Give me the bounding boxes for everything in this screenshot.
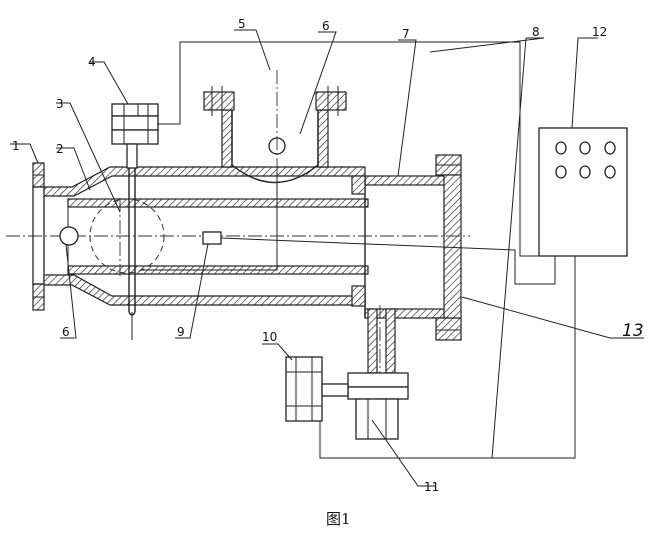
label-7: 7 bbox=[402, 27, 410, 41]
label-10: 10 bbox=[262, 330, 277, 344]
pressure-sensor bbox=[202, 231, 222, 245]
label-13: 13 bbox=[622, 321, 644, 341]
control-box-12 bbox=[538, 127, 628, 257]
label-4: 4 bbox=[88, 55, 96, 69]
label-5: 5 bbox=[238, 17, 246, 31]
label-8: 8 bbox=[532, 25, 540, 39]
leader-lines bbox=[10, 29, 644, 487]
label-12: 12 bbox=[592, 25, 607, 39]
control-wiring bbox=[140, 41, 576, 459]
suction-shaft bbox=[128, 168, 136, 340]
label-11: 11 bbox=[424, 480, 439, 494]
label-3: 3 bbox=[56, 97, 64, 111]
label-9: 9 bbox=[177, 325, 185, 339]
motor-10 bbox=[285, 356, 349, 422]
label-2: 2 bbox=[56, 142, 64, 156]
inlet-flange bbox=[32, 162, 45, 311]
drain-valve-11 bbox=[347, 308, 409, 440]
actuator-cylinder-4 bbox=[111, 103, 159, 169]
inlet-opening bbox=[59, 226, 79, 246]
label-1: 1 bbox=[12, 139, 20, 153]
figure-caption: 图1 bbox=[326, 510, 351, 528]
end-cover-flange bbox=[435, 154, 462, 341]
top-outlet bbox=[203, 86, 347, 184]
label-6-top: 6 bbox=[322, 19, 330, 33]
label-6-bottom: 6 bbox=[62, 325, 70, 339]
